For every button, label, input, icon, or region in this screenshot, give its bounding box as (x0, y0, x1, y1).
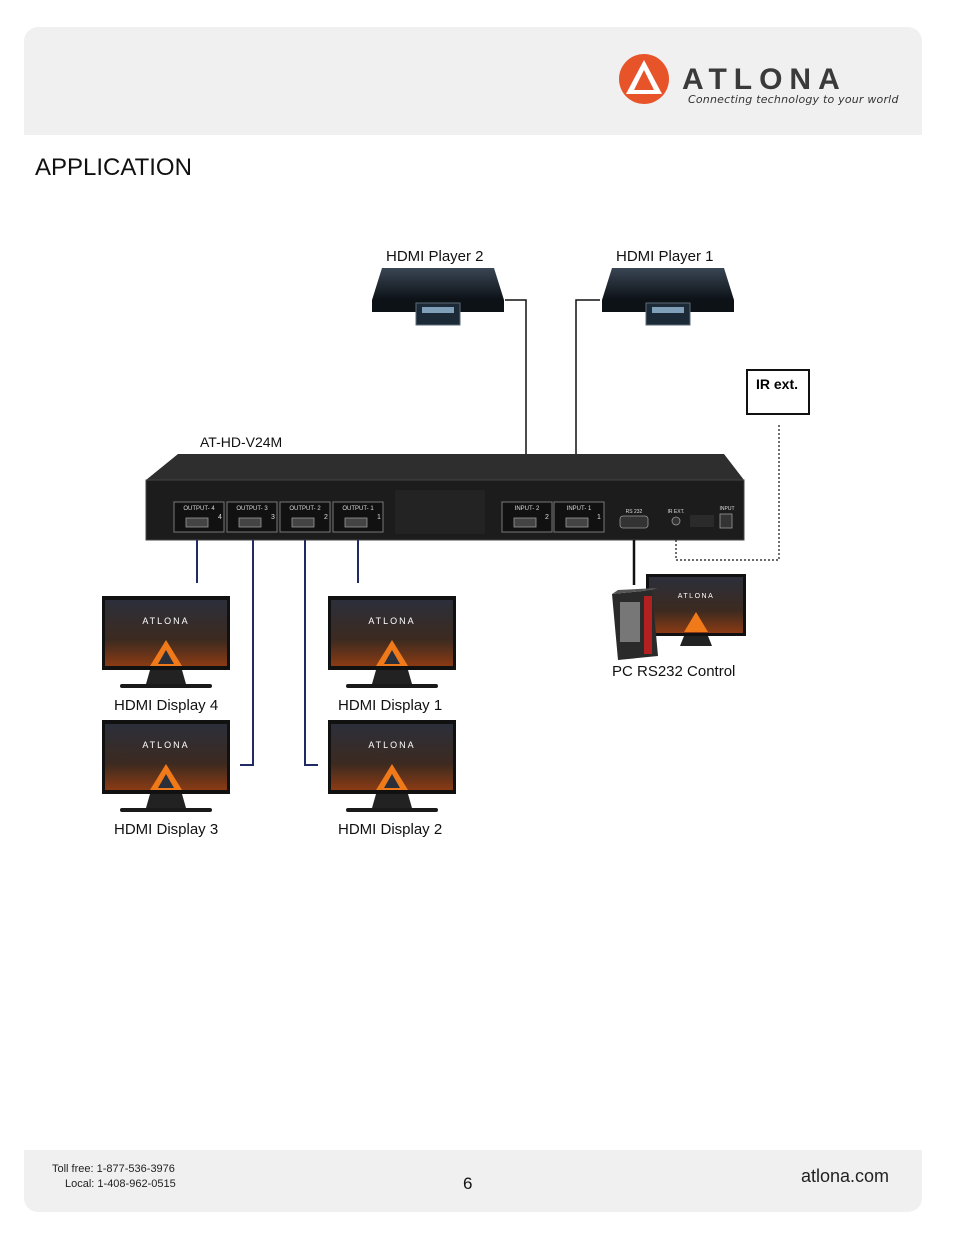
input-ports: INPUT- 2 INPUT- 1 2 1 (501, 501, 605, 533)
display-2-label: HDMI Display 2 (338, 821, 443, 838)
website-link[interactable]: atlona.com (801, 1166, 890, 1186)
ir-ext-port-label: IR EXT. (668, 509, 685, 515)
input-2-label: INPUT- 2 (515, 506, 540, 512)
display-3-label: HDMI Display 3 (114, 821, 219, 838)
output-1-number: 1 (377, 514, 381, 521)
page-title: APPLICATION (35, 154, 192, 181)
player-1-cable (575, 299, 600, 500)
atlona-logo: ATLONA (619, 54, 847, 104)
display-4-label: HDMI Display 4 (114, 697, 219, 714)
vent-panel (395, 490, 485, 534)
page-header (24, 27, 922, 135)
output-3-label: OUTPUT- 3 (236, 506, 268, 512)
input-1-label: INPUT- 1 (567, 506, 592, 512)
local-number: Local: 1-408-962-0515 (65, 1178, 176, 1190)
hdmi-display-4-monitor: ATLONA (102, 596, 230, 688)
hdmi-player-1-device (602, 268, 734, 326)
player-1-label: HDMI Player 1 (616, 248, 714, 265)
output-2-label: OUTPUT- 2 (289, 506, 321, 512)
brand-tagline: Connecting technology to your world (688, 93, 899, 106)
output-3-cable (240, 540, 254, 766)
ir-ext-port (671, 516, 681, 526)
application-diagram: OUTPUT- 4 OUTPUT- 3 OUTPUT- 2 OUTPUT- 1 … (102, 268, 780, 812)
hdmi-player-2-device (372, 268, 504, 326)
power-input-label: INPUT (720, 506, 735, 512)
output-2-number: 2 (324, 514, 328, 521)
logo-wordmark: ATLONA (682, 63, 847, 96)
pc-computer: ATLONA (612, 574, 746, 660)
display-1-label: HDMI Display 1 (338, 697, 443, 714)
hdmi-display-1-monitor: ATLONA (328, 596, 456, 688)
rs232-port-label: RS 232 (626, 509, 643, 515)
pc-rs232-label: PC RS232 Control (612, 663, 736, 680)
output-1-label: OUTPUT- 1 (342, 506, 374, 512)
output-4-label: OUTPUT- 4 (183, 506, 215, 512)
svg-text:ATLONA: ATLONA (142, 616, 189, 626)
input-2-number: 2 (545, 514, 549, 521)
page-number: 6 (463, 1174, 473, 1193)
svg-text:ATLONA: ATLONA (368, 740, 415, 750)
toll-free-number: Toll free: 1-877-536-3976 (52, 1163, 175, 1175)
power-port (719, 513, 733, 529)
device-model-label: AT-HD-V24M (200, 434, 283, 450)
svg-text:ATLONA: ATLONA (142, 740, 189, 750)
player-2-cable (505, 299, 527, 500)
cert-marks (690, 515, 714, 527)
svg-text:ATLONA: ATLONA (368, 616, 415, 626)
output-2-cable (304, 540, 318, 766)
svg-text:ATLONA: ATLONA (678, 593, 715, 600)
rs232-port (619, 515, 649, 529)
output-3-number: 3 (271, 514, 275, 521)
output-ports: OUTPUT- 4 OUTPUT- 3 OUTPUT- 2 OUTPUT- 1 … (173, 501, 384, 533)
page-footer (24, 1150, 922, 1212)
matrix-switcher-device: OUTPUT- 4 OUTPUT- 3 OUTPUT- 2 OUTPUT- 1 … (145, 454, 745, 541)
ir-ext-box: IR ext. (746, 369, 810, 415)
hdmi-display-2-monitor: ATLONA (328, 720, 456, 812)
ir-ext-label: IR ext. (756, 376, 799, 392)
output-4-number: 4 (218, 514, 222, 521)
input-1-number: 1 (597, 514, 601, 521)
hdmi-display-3-monitor: ATLONA (102, 720, 230, 812)
ir-cable (675, 425, 780, 561)
player-2-label: HDMI Player 2 (386, 248, 484, 265)
